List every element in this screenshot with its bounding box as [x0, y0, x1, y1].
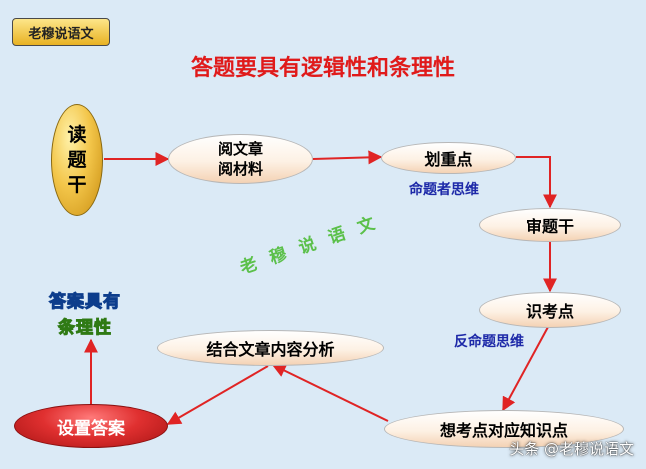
node-set-answer: 设置答案	[14, 404, 168, 448]
node-review-question: 审题干	[479, 208, 621, 242]
arrow-combine-to-answer	[166, 365, 269, 425]
label-setter-thinking: 命题者思维	[409, 182, 479, 198]
label-reverse-thinking: 反命题思维	[454, 334, 524, 350]
arrow-identify-to-knowledge	[502, 326, 549, 412]
arrow-material-to-keypoints	[312, 150, 383, 165]
node-read-question: 读 题 干	[51, 104, 103, 216]
conclusion-line-2: 条理性	[58, 318, 112, 339]
node-combine-analysis: 结合文章内容分析	[157, 330, 384, 366]
footer-attribution: 头条 @老穆说语文	[509, 440, 634, 458]
arrow-keypoints-to-review	[516, 156, 557, 209]
diagram-title: 答题要具有逻辑性和条理性	[190, 55, 455, 81]
logo-badge: 老穆说语文	[12, 18, 110, 46]
node-read-material: 阅文章 阅材料	[168, 134, 313, 184]
node-knowledge-points: 想考点对应知识点	[384, 410, 624, 448]
node-identify-testpoint: 识考点	[479, 292, 621, 328]
arrow-knowledge-to-combine	[271, 364, 389, 422]
node-mark-keypoints: 划重点	[381, 142, 516, 174]
conclusion-line-1: 答案具有	[49, 292, 121, 313]
